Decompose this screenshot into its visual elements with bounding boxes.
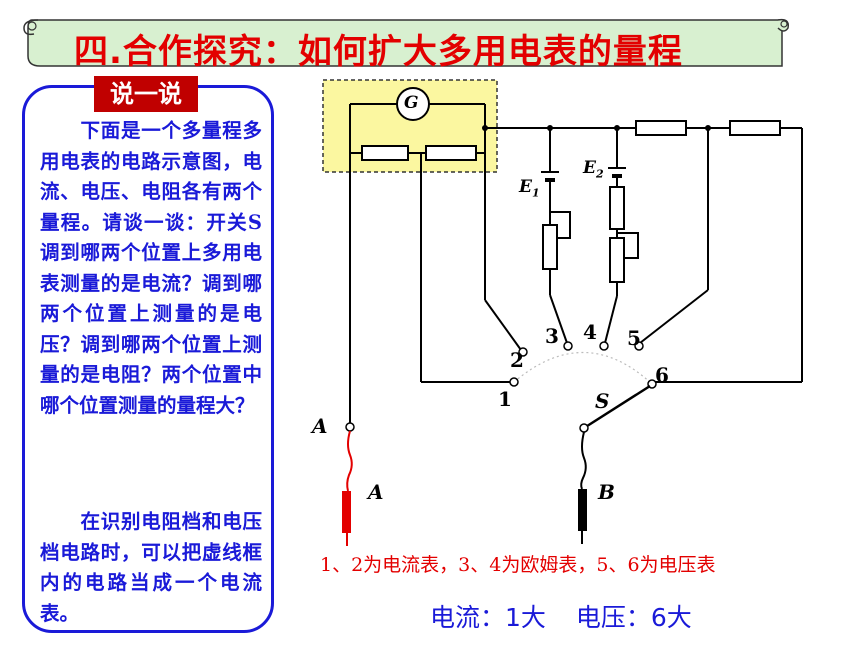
discussion-tag: 说一说 [94,76,198,112]
voltage-resistor-1 [635,120,687,136]
battery-1-label: E1 [519,177,540,200]
title-banner: 四.合作探究：如何扩大多用电表的量程 [22,14,792,72]
position-5-label: 5 [627,326,641,350]
rheostat-1 [542,224,558,270]
galvanometer-label: G [404,93,419,113]
scroll-banner-shape [23,18,790,67]
position-note: 1、2为电流表，3、4为欧姆表，5、6为电压表 [320,554,716,576]
current-summary: 电流：1大 [430,603,546,632]
range-summary: 电流：1大 电压：6大 [430,598,714,634]
voltage-resistor-2 [729,120,781,136]
position-1-label: 1 [498,387,512,411]
question-paragraph: 下面是一个多量程多用电表的电路示意图，电流、电压、电阻各有两个量程。请谈一谈：开… [40,119,262,417]
contact-5 [634,341,644,351]
shunt-resistor-2 [425,145,477,161]
switch-arc [513,352,653,385]
rheostat-2 [609,237,625,283]
contact-4 [599,341,609,351]
switch-lever [583,384,651,430]
battery-2-label: E2 [583,158,604,181]
galvanometer-symbol [396,87,430,121]
terminal-a-label: A [312,414,328,438]
probe-b-label: B [598,480,615,504]
probe-a [342,491,351,533]
lead-b [580,431,587,490]
position-4-label: 4 [583,320,597,344]
voltage-summary: 电压：6大 [575,603,692,632]
terminal-a [345,422,355,432]
contact-1 [509,377,519,387]
page-title: 四.合作探究：如何扩大多用电表的量程 [74,32,683,72]
contact-2 [518,347,528,357]
shunt-resistor-1 [361,145,409,161]
switch-label: S [595,389,610,413]
hint-paragraph: 在识别电阻档和电压档电路时，可以把虚线框内的电路当成一个电流表。 [40,510,262,625]
position-6-label: 6 [655,363,669,387]
contact-3 [563,341,573,351]
probe-b [578,489,587,531]
lead-a [346,430,353,492]
probe-a-label: A [368,480,384,504]
fixed-resistor-2 [609,186,625,230]
position-2-label: 2 [510,348,524,372]
position-3-label: 3 [545,324,559,348]
